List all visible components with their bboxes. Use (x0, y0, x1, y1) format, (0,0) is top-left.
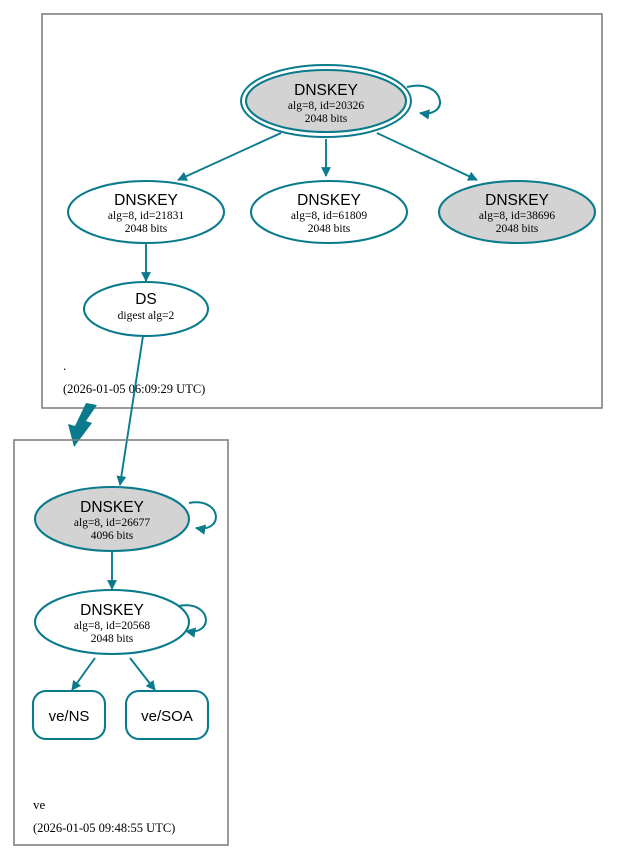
node-title-ve-ns: ve/NS (49, 708, 90, 725)
node-line2-26677: alg=8, id=26677 (74, 517, 150, 529)
self-loop-zsk20568 (178, 604, 207, 638)
node-line3-61809: 2048 bits (308, 223, 351, 235)
edge-ksk20326-to-zsk21831 (177, 132, 282, 181)
self-loop-ksk20326 (406, 84, 441, 120)
node-shape-61809 (249, 179, 409, 245)
node-title-20568: DNSKEY (80, 602, 144, 619)
self-loop-ksk26677 (188, 501, 217, 535)
node-line2-38696: alg=8, id=38696 (479, 210, 555, 222)
node-title-38696: DNSKEY (485, 192, 549, 209)
node-title-26677: DNSKEY (80, 499, 144, 516)
node-rrset-ve-ns[interactable]: ve/NS (31, 689, 107, 741)
node-dnskey-20326[interactable]: DNSKEY alg=8, id=20326 2048 bits (240, 64, 412, 138)
node-dnskey-20568[interactable]: DNSKEY alg=8, id=20568 2048 bits (33, 588, 191, 656)
node-line3-26677: 4096 bits (91, 530, 134, 542)
node-line3-21831: 2048 bits (125, 223, 168, 235)
node-title-ve-soa: ve/SOA (141, 708, 193, 725)
node-shape-ve-ns (31, 689, 107, 741)
zone-label-ve: ve (33, 797, 46, 812)
node-shape-26677 (33, 485, 191, 553)
node-shape-20326 (244, 68, 408, 134)
node-dnskey-21831[interactable]: DNSKEY alg=8, id=21831 2048 bits (66, 179, 226, 245)
delegation-arrow-root-to-ve (68, 403, 97, 447)
node-shape-20568 (33, 588, 191, 656)
zone-group-root: DNSKEY alg=8, id=20326 2048 bits DNSKEY … (41, 13, 603, 409)
zone-group-ve: DNSKEY alg=8, id=26677 4096 bits DNSKEY … (13, 439, 229, 846)
node-shape-38696 (437, 179, 597, 245)
edge-zsk20568-to-ve-ns (71, 657, 96, 691)
node-shape-21831 (66, 179, 226, 245)
node-line3-20326: 2048 bits (305, 113, 348, 125)
node-line3-20568: 2048 bits (91, 633, 134, 645)
node-rrset-ve-soa[interactable]: ve/SOA (124, 689, 210, 741)
node-shape-ve-soa (124, 689, 210, 741)
node-line2-20568: alg=8, id=20568 (74, 620, 150, 632)
node-title-ds: DS (135, 291, 157, 308)
node-line2-ds: digest alg=2 (118, 310, 175, 322)
zone-label-root: . (63, 358, 66, 373)
node-title-20326: DNSKEY (294, 82, 358, 99)
zone-timestamp-ve: (2026-01-05 09:48:55 UTC) (33, 821, 175, 835)
node-line2-21831: alg=8, id=21831 (108, 210, 184, 222)
node-title-61809: DNSKEY (297, 192, 361, 209)
node-title-21831: DNSKEY (114, 192, 178, 209)
edge-zsk20568-to-ve-soa (129, 657, 156, 691)
zone-box-root (41, 13, 603, 409)
node-shape-ds (82, 280, 210, 338)
node-dnskey-61809[interactable]: DNSKEY alg=8, id=61809 2048 bits (249, 179, 409, 245)
edge-ksk20326-to-zsk38696 (376, 132, 478, 181)
edge-ds-to-ve-ksk26677 (116, 335, 144, 486)
node-dnskey-26677[interactable]: DNSKEY alg=8, id=26677 4096 bits (33, 485, 191, 553)
node-dnskey-38696[interactable]: DNSKEY alg=8, id=38696 2048 bits (437, 179, 597, 245)
node-outer-ring-20326 (240, 64, 412, 138)
node-line3-38696: 2048 bits (496, 223, 539, 235)
node-line2-61809: alg=8, id=61809 (291, 210, 367, 222)
zone-box-ve (13, 439, 229, 846)
node-line2-20326: alg=8, id=20326 (288, 100, 364, 112)
node-ds-digest-alg-2[interactable]: DS digest alg=2 (82, 280, 210, 338)
